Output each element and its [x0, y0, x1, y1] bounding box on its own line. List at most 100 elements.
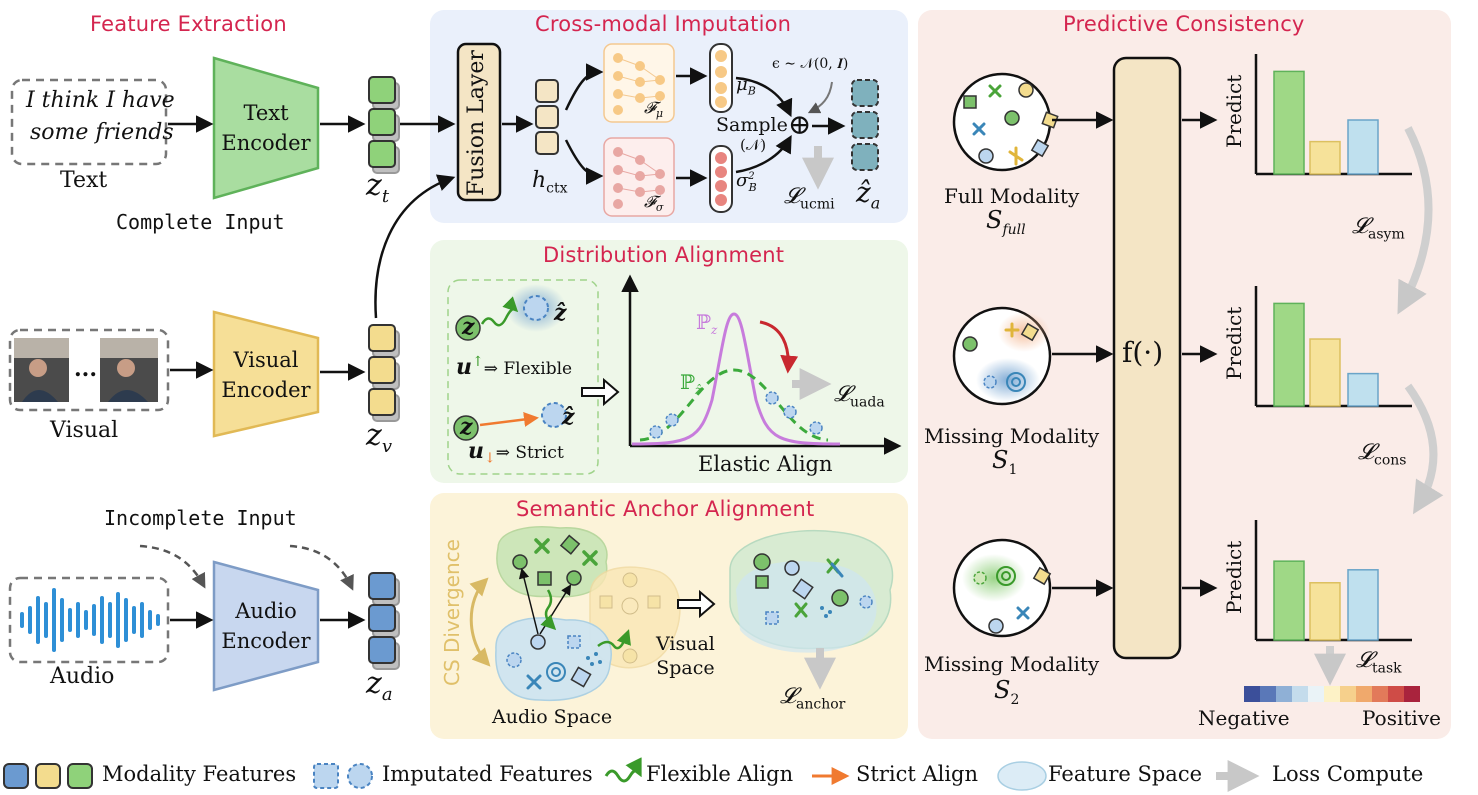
predict-axis-label-3: Predict — [1222, 540, 1246, 614]
legend-imputated-features: Imputated Features — [382, 762, 593, 786]
bar-green-3 — [1273, 560, 1305, 641]
sample-label: Sample — [716, 114, 788, 136]
f-mu-label: 𝓕μ — [644, 98, 663, 121]
audio-space-label: Audio Space — [492, 706, 613, 728]
l-task-label: 𝓛task — [1356, 648, 1402, 677]
positive-label: Positive — [1362, 706, 1441, 730]
z-hat-a-label: ẑa — [856, 176, 881, 213]
bar-green-1 — [1273, 70, 1305, 175]
bar-yellow-2 — [1309, 338, 1341, 407]
fusion-layer-box — [456, 42, 502, 202]
section-title-semantic-anchor-alignment: Semantic Anchor Alignment — [516, 497, 815, 521]
z-v-label: zv — [366, 418, 392, 457]
alignment-legend-box — [447, 279, 599, 475]
audio-waveform-icon — [20, 588, 160, 652]
text-encoder-shape — [212, 56, 320, 200]
sentiment-colorbar — [1244, 686, 1420, 702]
f-dot-label: f(·) — [1122, 336, 1164, 369]
f-mu-network — [603, 43, 675, 123]
l-uada-label: 𝓛uada — [834, 382, 885, 411]
missing-modality-2-label: Missing Modality — [924, 652, 1100, 676]
legend-modality-features: Modality Features — [102, 762, 297, 786]
predict-axis-label-1: Predict — [1222, 74, 1246, 148]
bar-blue-3 — [1347, 569, 1379, 641]
legend-loss-compute: Loss Compute — [1272, 762, 1424, 786]
full-modality-circle — [952, 72, 1052, 172]
l-ucmi-label: 𝓛ucmi — [784, 184, 835, 213]
section-title-predictive-consistency: Predictive Consistency — [1063, 12, 1305, 36]
colorbar-cell — [1292, 686, 1308, 702]
text-input-line-2: some friends — [30, 120, 174, 145]
sigma-b-label: σ2B — [736, 170, 757, 194]
bar-blue-1 — [1347, 119, 1379, 175]
p-z-label: ℙz — [696, 310, 718, 337]
colorbar-cell — [1324, 686, 1340, 702]
prediction-bars — [1273, 70, 1379, 641]
l-cons-label: 𝓛cons — [1358, 440, 1407, 469]
l-asym-label: 𝓛asym — [1352, 214, 1405, 243]
section-title-distribution-alignment: Distribution Alignment — [543, 243, 785, 267]
s1-label: S1 — [992, 446, 1018, 478]
text-modality-label: Text — [60, 168, 108, 193]
z-symbol-2: z — [460, 414, 473, 440]
z-t-label: zt — [366, 168, 390, 207]
legend-feature-space: Feature Space — [1048, 762, 1203, 786]
missing-modality-1-label: Missing Modality — [924, 424, 1100, 448]
f-sigma-label: 𝓕σ — [644, 192, 664, 215]
legend-strict-align: Strict Align — [856, 762, 979, 786]
sample-n-label: (𝒩) — [740, 136, 767, 154]
oplus-icon: ⊕ — [788, 108, 812, 141]
bar-green-2 — [1273, 302, 1305, 407]
colorbar-cell — [1372, 686, 1388, 702]
complete-input-label: Complete Input — [116, 210, 285, 234]
bar-yellow-1 — [1309, 140, 1341, 175]
elastic-align-label: Elastic Align — [698, 452, 833, 476]
h-ctx-label: hctx — [532, 168, 568, 197]
s-full-label: Sfull — [986, 206, 1026, 238]
colorbar-cell — [1260, 686, 1276, 702]
legend-flexible-align: Flexible Align — [646, 762, 794, 786]
flexible-rule: u↑⇒ Flexible — [456, 354, 573, 380]
z-hat-symbol-2: ẑ — [562, 404, 575, 430]
section-title-feature-extraction: Feature Extraction — [90, 12, 287, 36]
p-z-curve — [631, 312, 841, 446]
visual-space-blob — [589, 566, 681, 669]
z-a-label: za — [366, 666, 393, 705]
l-anchor-label: 𝓛anchor — [780, 684, 846, 713]
p-zhat-label: ℙẑ — [680, 370, 702, 397]
audio-modality-label: Audio — [50, 664, 115, 689]
full-modality-label: Full Modality — [944, 184, 1080, 208]
text-input-line-1: I think I have — [26, 88, 175, 113]
audio-encoder-shape — [212, 560, 320, 692]
colorbar-cell — [1404, 686, 1420, 702]
colorbar-cell — [1276, 686, 1292, 702]
video-frame-image-2 — [100, 338, 158, 402]
negative-label: Negative — [1198, 706, 1290, 730]
cs-divergence-label: CS Divergence — [440, 539, 464, 686]
colorbar-cell — [1388, 686, 1404, 702]
fusion-layer-label: Fusion Layer — [464, 50, 489, 196]
strict-rule: u↓⇒ Strict — [468, 438, 564, 467]
epsilon-label: ϵ ∼ 𝒩(0, 𝑰) — [772, 56, 849, 72]
audio-input-box — [8, 576, 170, 664]
bar-yellow-3 — [1309, 582, 1341, 641]
colorbar-cell — [1244, 686, 1260, 702]
s2-label: S2 — [994, 676, 1020, 708]
video-frame-image-1 — [14, 338, 69, 402]
visual-modality-label: Visual — [50, 418, 119, 443]
colorbar-cell — [1308, 686, 1324, 702]
mu-b-label: μB — [736, 74, 756, 98]
colorbar-cell — [1340, 686, 1356, 702]
section-title-cross-modal-imputation: Cross-modal Imputation — [535, 12, 792, 36]
visual-input-box — [8, 328, 170, 412]
bar-blue-2 — [1347, 372, 1379, 407]
z-hat-symbol-1: ẑ — [554, 300, 567, 326]
f-sigma-network — [603, 137, 675, 217]
predict-axis-label-2: Predict — [1222, 306, 1246, 380]
incomplete-input-label: Incomplete Input — [104, 506, 297, 530]
